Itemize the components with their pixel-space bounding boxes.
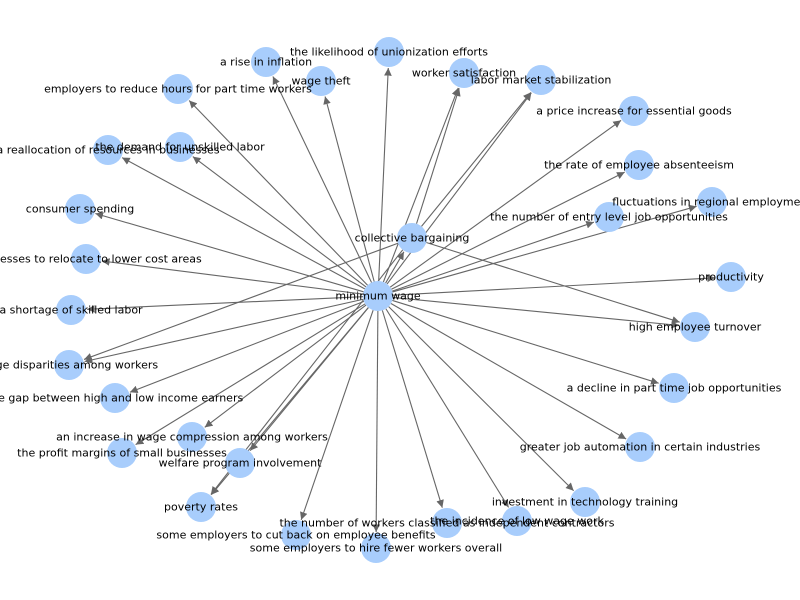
edge-minimum-wage-to-the-gap-between-high-and-low-income-earners [129, 300, 365, 394]
node-fluctuations-in-regional-employment [697, 187, 727, 217]
node-high-employee-turnover [680, 312, 710, 342]
edge-minimum-wage-to-a-reallocation-of-resources-in-businesses [121, 157, 366, 290]
edge-minimum-wage-to-greater-job-automation-in-certain-industries [390, 303, 627, 440]
edge-minimum-wage-to-fluctuations-in-regional-employment [392, 204, 697, 293]
node-the-profit-margins-of-small-businesses [107, 438, 137, 468]
edge-minimum-wage-to-productivity [392, 274, 716, 296]
node-labor-market-stabilization [526, 65, 556, 95]
edge-collective-bargaining-to-worker-satisfaction [415, 88, 461, 224]
node-a-rise-in-inflation [251, 47, 281, 77]
edge-minimum-wage-to-consumer-spending [95, 211, 364, 293]
node-label-businesses-to-relocate-to-lower-cost-areas: businesses to relocate to lower cost are… [0, 253, 202, 266]
node-label-welfare-program-involvement: welfare program involvement [159, 457, 322, 470]
node-label-the-number-of-entry-level-job-opportunities: the number of entry level job opportunit… [490, 211, 728, 224]
edge-minimum-wage-to-an-increase-in-wage-compression-among-workers [204, 304, 367, 428]
edge-minimum-wage-to-a-decline-in-part-time-job-opportunities [392, 299, 659, 385]
node-label-employers-to-reduce-hours-for-part-time-workers: employers to reduce hours for part time … [44, 83, 312, 96]
node-a-price-increase-for-essential-goods [619, 96, 649, 126]
edge-minimum-wage-to-investment-in-technology-training [388, 306, 575, 492]
node-label-labor-market-stabilization: labor market stabilization [471, 74, 612, 87]
node-label-the-rate-of-employee-absenteeism: the rate of employee absenteeism [544, 159, 734, 172]
node-the-demand-for-unskilled-labor [165, 132, 195, 162]
node-wage-disparities-among-workers [54, 350, 84, 380]
edge-collective-bargaining-to-wage-disparities-among-workers [83, 242, 399, 361]
node-label-the-likelihood-of-unionization-efforts: the likelihood of unionization efforts [290, 46, 488, 59]
node-the-likelihood-of-unionization-efforts [374, 37, 404, 67]
node-label-an-increase-in-wage-compression-among-workers: an increase in wage compression among wo… [56, 431, 328, 444]
node-label-high-employee-turnover: high employee turnover [629, 321, 762, 334]
node-an-increase-in-wage-compression-among-workers [177, 422, 207, 452]
node-a-shortage-of-skilled-labor [56, 295, 86, 325]
edge-minimum-wage-to-wage-theft [323, 96, 375, 282]
node-label-some-employers-to-hire-fewer-workers-overall: some employers to hire fewer workers ove… [250, 542, 502, 555]
edge-minimum-wage-to-some-employers-to-hire-fewer-workers-overall [372, 310, 381, 533]
edge-minimum-wage-to-the-number-of-workers-classified-as-independent-contractors [381, 310, 444, 508]
edge-minimum-wage-to-a-price-increase-for-essential-goods [389, 119, 622, 288]
node-the-incidence-of-low-wage-work [502, 506, 532, 536]
labels-layer: minimum wage collective bargaining the lik… [0, 46, 800, 555]
node-label-a-price-increase-for-essential-goods: a price increase for essential goods [536, 105, 732, 118]
node-label-a-reallocation-of-resources-in-businesses: a reallocation of resources in businesse… [0, 144, 220, 157]
node-label-investment-in-technology-training: investment in technology training [492, 496, 678, 509]
node-label-some-employers-to-cut-back-on-employee-benefits: some employers to cut back on employee b… [156, 529, 435, 542]
node-label-minimum-wage: minimum wage [335, 290, 420, 303]
node-the-rate-of-employee-absenteeism [624, 150, 654, 180]
node-employers-to-reduce-hours-for-part-time-workers [163, 74, 193, 104]
node-label-fluctuations-in-regional-employment: fluctuations in regional employment [612, 196, 800, 209]
node-a-reallocation-of-resources-in-businesses [93, 135, 123, 165]
edge-minimum-wage-to-a-shortage-of-skilled-labor [86, 296, 364, 313]
edge-minimum-wage-to-high-employee-turnover [392, 296, 680, 329]
node-the-number-of-workers-classified-as-independent-contractors [432, 508, 462, 538]
node-label-the-demand-for-unskilled-labor: the demand for unskilled labor [95, 141, 265, 154]
edge-minimum-wage-to-the-likelihood-of-unionization-efforts [378, 67, 392, 282]
node-label-the-number-of-workers-classified-as-independent-contractors: the number of workers classified as inde… [279, 517, 614, 530]
node-label-poverty-rates: poverty rates [164, 501, 238, 514]
edge-minimum-wage-to-wage-disparities-among-workers [84, 298, 364, 364]
node-minimum-wage [363, 281, 393, 311]
node-worker-satisfaction [449, 58, 479, 88]
node-welfare-program-involvement [225, 448, 255, 478]
edge-collective-bargaining-to-labor-market-stabilization [421, 92, 532, 227]
edge-minimum-wage-to-the-rate-of-employee-absenteeism [391, 171, 625, 290]
edge-minimum-wage-to-businesses-to-relocate-to-lower-cost-areas [101, 258, 364, 295]
node-businesses-to-relocate-to-lower-cost-areas [71, 244, 101, 274]
node-consumer-spending [65, 194, 95, 224]
nodes-layer [54, 37, 746, 563]
node-label-productivity: productivity [698, 271, 764, 284]
edge-minimum-wage-to-employers-to-reduce-hours-for-part-time-workers [188, 100, 368, 286]
node-investment-in-technology-training [570, 487, 600, 517]
node-label-the-incidence-of-low-wage-work: the incidence of low wage work [430, 515, 604, 528]
node-poverty-rates [186, 492, 216, 522]
edge-minimum-wage-to-the-profit-margins-of-small-businesses [135, 303, 366, 446]
node-the-gap-between-high-and-low-income-earners [100, 383, 130, 413]
node-a-decline-in-part-time-job-opportunities [659, 373, 689, 403]
node-label-worker-satisfaction: worker satisfaction [412, 67, 516, 80]
node-label-a-decline-in-part-time-job-opportunities: a decline in part time job opportunities [567, 382, 782, 395]
edge-minimum-wage-to-collective-bargaining [385, 251, 405, 284]
edge-collective-bargaining-to-high-employee-turnover [426, 241, 680, 324]
edge-minimum-wage-to-the-incidence-of-low-wage-work [385, 308, 510, 508]
edge-minimum-wage-to-a-rise-in-inflation [272, 76, 373, 283]
edge-minimum-wage-to-worker-satisfaction [382, 87, 460, 283]
node-label-wage-disparities-among-workers: wage disparities among workers [0, 359, 158, 372]
edge-minimum-wage-to-some-employers-to-cut-back-on-employee-benefits [300, 310, 374, 521]
edge-minimum-wage-to-the-number-of-entry-level-job-opportunities [392, 221, 595, 292]
node-label-the-profit-margins-of-small-businesses: the profit margins of small businesses [17, 447, 227, 460]
node-some-employers-to-cut-back-on-employee-benefits [281, 520, 311, 550]
node-label-a-shortage-of-skilled-labor: a shortage of skilled labor [0, 304, 143, 317]
node-label-collective-bargaining: collective bargaining [355, 232, 470, 245]
node-label-consumer-spending: consumer spending [26, 203, 134, 216]
node-label-greater-job-automation-in-certain-industries: greater job automation in certain indust… [520, 441, 761, 454]
node-some-employers-to-hire-fewer-workers-overall [361, 533, 391, 563]
node-greater-job-automation-in-certain-industries [625, 432, 655, 462]
node-label-a-rise-in-inflation: a rise in inflation [220, 56, 312, 69]
node-wage-theft [306, 66, 336, 96]
node-the-number-of-entry-level-job-opportunities [594, 202, 624, 232]
node-productivity [716, 262, 746, 292]
node-label-the-gap-between-high-and-low-income-earners: the gap between high and low income earn… [0, 392, 243, 405]
node-label-wage-theft: wage theft [291, 75, 351, 88]
node-collective-bargaining [397, 223, 427, 253]
